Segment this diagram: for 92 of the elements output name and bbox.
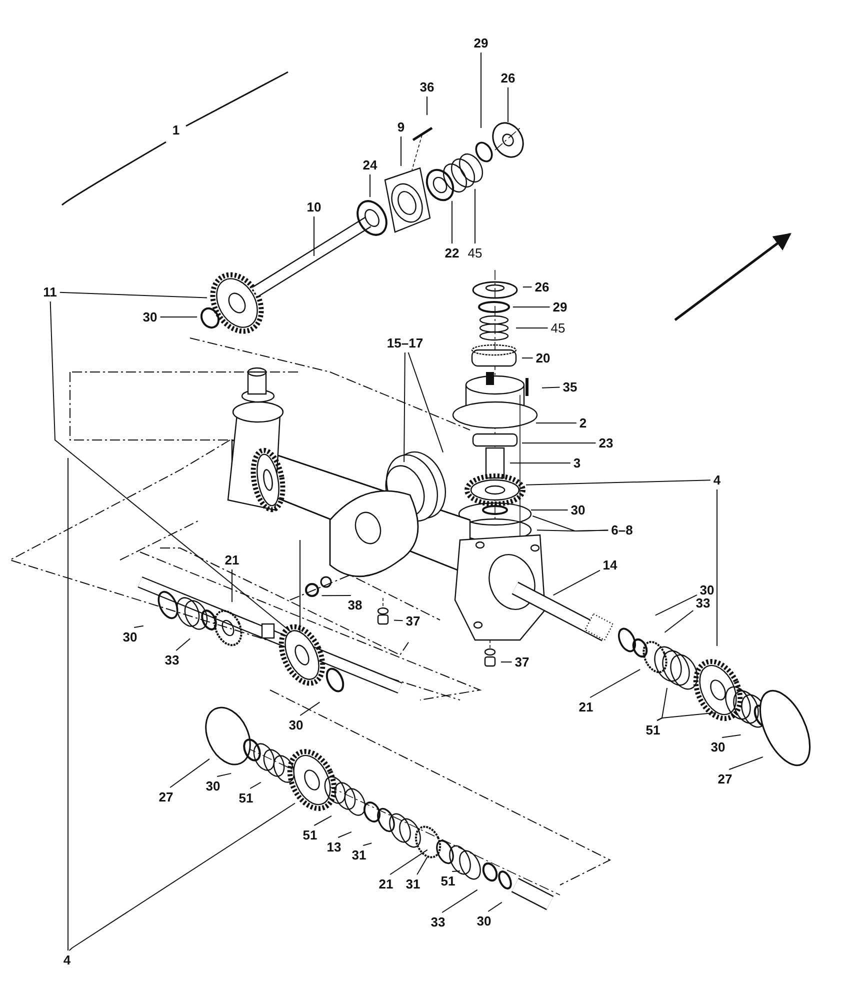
leader-line [716, 489, 718, 646]
leader-line [160, 316, 198, 318]
callout-number: 26 [500, 70, 516, 86]
callout-number: 35 [562, 380, 578, 394]
leader-line [134, 625, 144, 628]
callout-number: 30 [288, 718, 304, 732]
callout-number: 21 [224, 552, 240, 568]
callout-number: 11 [42, 284, 58, 300]
callout-number: 6–8 [610, 522, 634, 538]
leader-line [400, 136, 402, 166]
leader-line [176, 638, 191, 651]
callout-number: 30 [142, 310, 158, 324]
leader-line [68, 802, 296, 951]
leader-line [452, 870, 460, 872]
leader-line [338, 831, 352, 838]
callout-number: 30 [570, 502, 586, 518]
leader-line [522, 286, 532, 288]
callout-number: 23 [598, 436, 614, 450]
leader-line [474, 188, 476, 244]
leader-line [728, 756, 764, 770]
callout-number: 20 [534, 350, 552, 366]
leader-line [408, 352, 444, 453]
leader-line [656, 712, 717, 721]
leader-line [536, 530, 609, 532]
callout-number: 37 [404, 614, 422, 628]
callout-number: 21 [578, 700, 594, 714]
part-number: 1 [171, 122, 181, 138]
leader-line [300, 702, 320, 716]
callout-number: 30 [710, 740, 726, 754]
callout-number: 26 [534, 280, 550, 294]
callout-number: 29 [552, 300, 568, 314]
leader-line [654, 594, 698, 616]
leader-line [426, 96, 428, 116]
leader-line [50, 301, 292, 633]
callout-number: 38 [346, 598, 364, 612]
callout-number: 51 [440, 874, 456, 888]
callout-number: 33 [164, 652, 180, 668]
leader-line [67, 458, 68, 951]
callout-number: 4 [62, 952, 72, 968]
leader-line [216, 772, 232, 777]
callout-number: 10 [306, 200, 322, 214]
leader-line [488, 902, 502, 912]
callout-number: 31 [404, 876, 422, 892]
callout-number: 2 [578, 416, 588, 430]
leader-line [542, 386, 560, 388]
callout-number: 14 [602, 558, 618, 572]
callout-number: 37 [514, 654, 530, 670]
leader-line [59, 292, 208, 298]
leader-line [442, 889, 478, 913]
callout-number: 30 [122, 630, 138, 644]
callout-number: 22 [444, 246, 460, 260]
leader-line [250, 782, 262, 789]
callout-number: 30 [476, 914, 492, 928]
callout-number: 3 [572, 456, 582, 470]
leader-line [512, 306, 550, 308]
callout-number: 30 [698, 582, 716, 598]
leader-line [480, 52, 482, 128]
callout-number: 30 [204, 778, 222, 794]
callout-number: 21 [378, 876, 394, 892]
leader-line [314, 815, 332, 826]
leader-line [390, 849, 428, 875]
callout-number: 29 [472, 36, 490, 50]
leader-line [522, 442, 596, 444]
callout-number: 51 [238, 790, 254, 806]
leader-line [526, 480, 711, 486]
leader-line [590, 668, 641, 698]
leader-line [321, 595, 352, 596]
callout-number: 13 [326, 840, 342, 854]
callout-number: 9 [396, 120, 406, 134]
leader-line [664, 610, 694, 633]
callout-number: 15–17 [386, 336, 424, 350]
leader-line [510, 462, 571, 464]
callout-number: 4 [712, 472, 722, 488]
leader-line [394, 620, 404, 622]
callout-number: 33 [430, 914, 446, 930]
leader-line [416, 856, 428, 875]
leader-line [536, 422, 577, 424]
callout-number: 27 [716, 772, 734, 786]
callout-number: 33 [694, 596, 712, 610]
leader-line [722, 734, 742, 738]
callout-number: 45 [466, 246, 484, 260]
callout-number: 45 [550, 320, 566, 336]
callout-number: 51 [302, 828, 318, 842]
callout-number: 51 [644, 722, 662, 738]
callout-number: 31 [350, 848, 368, 862]
leader-line [170, 758, 210, 788]
callout-number: 36 [418, 80, 436, 94]
callout-number: 24 [362, 158, 378, 172]
leader-line [552, 570, 600, 596]
leader-line [404, 352, 406, 462]
leader-line [362, 842, 372, 846]
callout-number: 27 [158, 790, 174, 804]
